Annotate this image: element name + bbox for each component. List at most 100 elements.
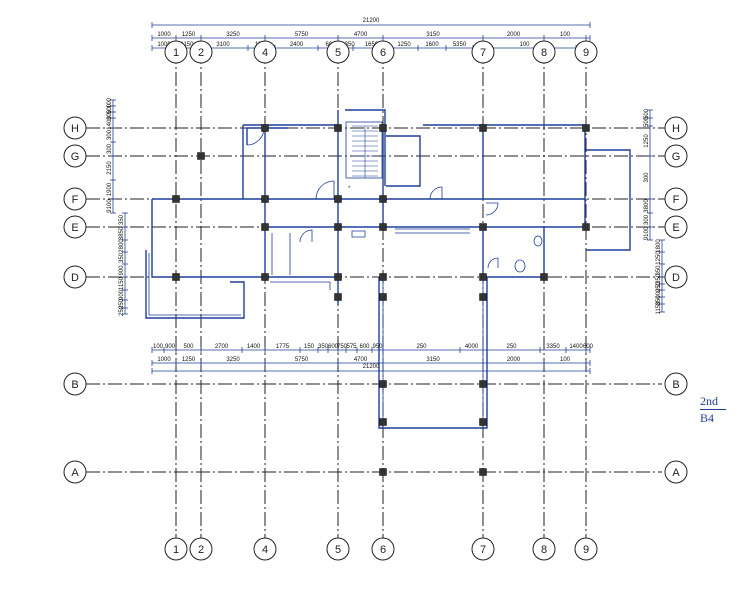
column-7E bbox=[479, 223, 487, 231]
grid-label-6: 6 bbox=[380, 47, 386, 59]
dim-mid-upper-label: 600 bbox=[359, 344, 370, 350]
grid-bubble-B-right bbox=[664, 372, 688, 396]
grid-bubble-E-left bbox=[63, 215, 87, 239]
dim-left-b-label: 250 bbox=[119, 298, 125, 309]
dim-top-row1-label: 2000 bbox=[507, 32, 521, 38]
dim-left-a-label: 1900 bbox=[107, 182, 113, 196]
stair-mark: * bbox=[348, 186, 351, 192]
dim-mid-lower-label: 1000 bbox=[157, 357, 171, 363]
dim-top-row1-label: 1000 bbox=[157, 32, 171, 38]
dim-mid-upper-label: 100 bbox=[153, 344, 164, 350]
dim-mid-upper-label: 4000 bbox=[465, 344, 479, 350]
column-7A bbox=[479, 468, 487, 476]
column-6D bbox=[379, 273, 387, 281]
column-7H bbox=[479, 124, 487, 132]
column-1D bbox=[172, 273, 180, 281]
grid-label-A: A bbox=[672, 467, 680, 479]
grid-label-H: H bbox=[672, 123, 680, 135]
grid-bubble-7-top bbox=[471, 40, 495, 64]
grid-label-5: 5 bbox=[335, 47, 341, 59]
dim-left-a-label: 300 bbox=[107, 129, 113, 140]
column-4F bbox=[261, 195, 269, 203]
column-7B bbox=[479, 380, 487, 388]
grid-bubble-H-right bbox=[664, 116, 688, 140]
dim-mid-upper-label: 600 bbox=[583, 344, 594, 350]
column-9E bbox=[582, 223, 590, 231]
dim-left-b-label: 2800 bbox=[119, 239, 125, 253]
grid-label-9: 9 bbox=[583, 47, 589, 59]
grid-label-6: 6 bbox=[380, 544, 386, 556]
dim-right-a-label: 9100 bbox=[644, 226, 650, 240]
grid-bubble-F-right bbox=[664, 187, 688, 211]
grid-bubble-B-left bbox=[63, 372, 87, 396]
dim-mid-lower-label: 3250 bbox=[226, 357, 240, 363]
dim-mid-upper-label: 2700 bbox=[215, 344, 229, 350]
sheet-reference-level: 2nd bbox=[700, 394, 718, 408]
dim-top-row2-label: 1650 bbox=[365, 42, 379, 48]
dim-right-b-label: 250 bbox=[656, 281, 662, 292]
column-6H bbox=[379, 124, 387, 132]
grid-label-1: 1 bbox=[173, 544, 179, 556]
grid-bubble-4-bottom bbox=[253, 537, 277, 561]
dim-top-row2-label: 1250 bbox=[397, 42, 411, 48]
dim-top-row1-label: 100 bbox=[560, 32, 571, 38]
dim-top-row2-label: 1150 bbox=[181, 42, 195, 48]
dim-mid-lower-label: 1250 bbox=[182, 357, 196, 363]
dim-left-b-label: 250 bbox=[119, 305, 125, 316]
dim-mid-upper-label: 500 bbox=[183, 344, 194, 350]
column-4E bbox=[261, 223, 269, 231]
column-extra bbox=[479, 293, 487, 301]
grid-label-G: G bbox=[672, 151, 681, 163]
grid-lines bbox=[86, 50, 665, 538]
dim-left-b-label: 900 bbox=[119, 265, 125, 276]
dim-top-row1-label: 3250 bbox=[226, 32, 240, 38]
grid-bubble-G-left bbox=[63, 144, 87, 168]
dim-mid-lower-label: 4700 bbox=[354, 357, 368, 363]
grid-label-7: 7 bbox=[480, 47, 486, 59]
grid-label-G: G bbox=[71, 151, 80, 163]
dim-mid-lower-label: 2000 bbox=[507, 357, 521, 363]
dim-top-row2-label: 1350 bbox=[341, 42, 355, 48]
structural-columns bbox=[172, 124, 590, 476]
dim-mid-upper-label: 1400 bbox=[247, 344, 261, 350]
grid-bubble-G-right bbox=[664, 144, 688, 168]
dim-mid-upper-label: 250 bbox=[506, 344, 517, 350]
column-4D bbox=[261, 273, 269, 281]
column-5H bbox=[334, 124, 342, 132]
dim-right-a-label: 300 bbox=[644, 214, 650, 225]
dim-top-row2-label: 1000 bbox=[157, 42, 171, 48]
grid-bubble-5-bottom bbox=[326, 537, 350, 561]
grid-label-2: 2 bbox=[198, 544, 204, 556]
dim-left-b-label: 350 bbox=[119, 214, 125, 225]
grid-bubble-6-bottom bbox=[371, 537, 395, 561]
dim-left-b-label: 1150 bbox=[119, 276, 125, 290]
grid-label-E: E bbox=[672, 222, 679, 234]
grid-bubble-D-left bbox=[63, 265, 87, 289]
dim-top-row2-label: 3100 bbox=[216, 42, 230, 48]
walls: * 上 bbox=[145, 56, 631, 429]
column-extra bbox=[479, 418, 487, 426]
grid-label-8: 8 bbox=[541, 47, 547, 59]
dim-right-b-label: 1250 bbox=[656, 251, 662, 265]
grid-bubble-2-bottom bbox=[189, 537, 213, 561]
grid-label-9: 9 bbox=[583, 544, 589, 556]
grid-bubble-A-left bbox=[63, 460, 87, 484]
column-6F bbox=[379, 195, 387, 203]
dim-right-b-label: 1150 bbox=[656, 301, 662, 315]
grid-bubble-H-left bbox=[63, 116, 87, 140]
grid-bubble-1-bottom bbox=[164, 537, 188, 561]
grid-bubble-E-right bbox=[664, 215, 688, 239]
dim-mid-upper-label: 750 bbox=[337, 344, 348, 350]
grid-label-7: 7 bbox=[480, 544, 486, 556]
grid-bubble-8-top bbox=[532, 40, 556, 64]
dim-mid-lower-label: 5750 bbox=[295, 357, 309, 363]
grid-bubble-F-left bbox=[63, 187, 87, 211]
dim-left-a-label: 1400 bbox=[107, 116, 113, 130]
dim-mid-upper-label: 250 bbox=[416, 344, 427, 350]
column-5D bbox=[334, 273, 342, 281]
column-8D bbox=[540, 273, 548, 281]
dim-top-row2-label: 100 bbox=[519, 42, 530, 48]
dim-right-a-label: 300 bbox=[644, 172, 650, 183]
dim-left-b-label: 900 bbox=[119, 289, 125, 300]
